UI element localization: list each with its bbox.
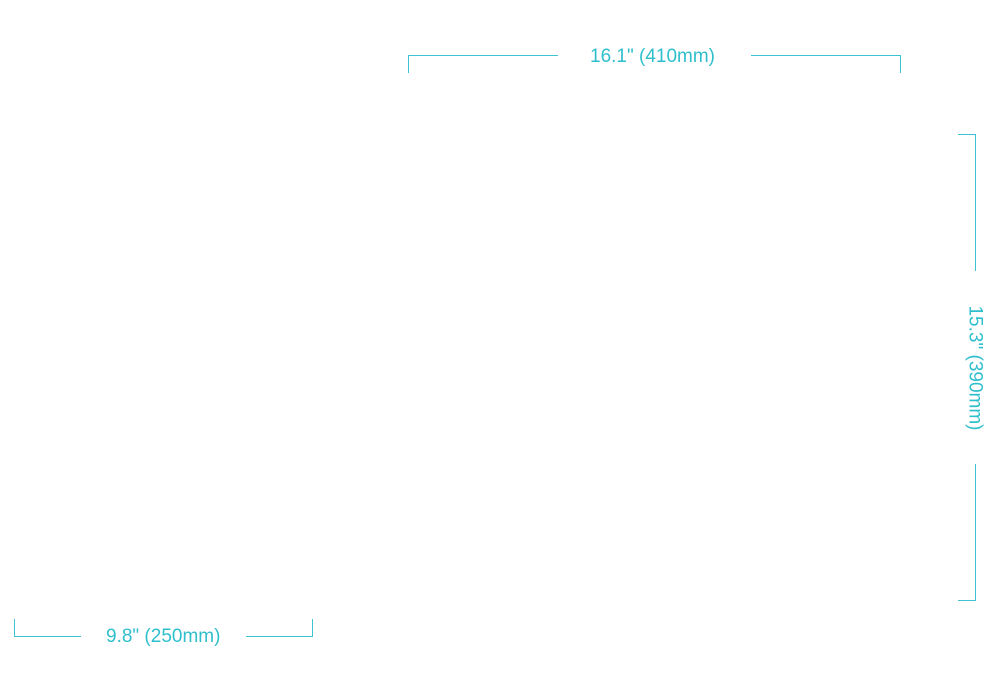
height-bottom-tick (958, 600, 976, 601)
width-left-tick (408, 55, 409, 73)
height-top-line (975, 134, 976, 271)
width-label: 16.1" (410mm) (590, 46, 716, 67)
height-label: 15.3" (390mm) (964, 305, 986, 431)
height-bottom-line (975, 464, 976, 601)
depth-left-line (14, 636, 81, 637)
depth-left-tick (14, 619, 15, 637)
depth-label: 9.8" (250mm) (106, 626, 221, 647)
width-left-line (408, 55, 558, 56)
width-right-line (751, 55, 901, 56)
height-top-tick (958, 134, 976, 135)
depth-right-tick (312, 619, 313, 637)
depth-right-line (246, 636, 313, 637)
width-right-tick (900, 55, 901, 73)
